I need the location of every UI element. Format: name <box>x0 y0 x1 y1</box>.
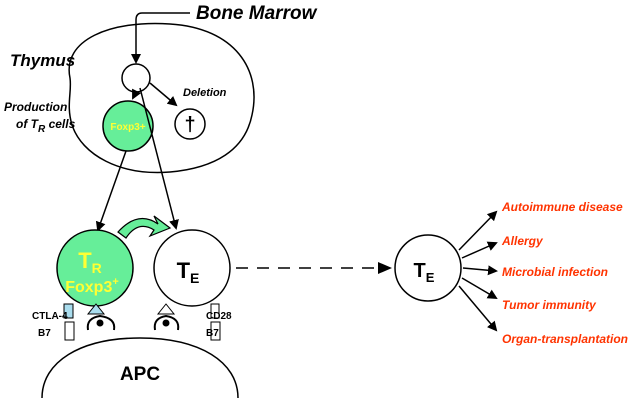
tcr-left <box>86 303 106 315</box>
apc-cell <box>41 337 239 399</box>
teff-cell-left <box>153 229 231 307</box>
teff-cell-right <box>394 234 462 302</box>
outcome-autoimmune: Autoimmune disease <box>501 200 623 214</box>
deletion-arrow <box>149 82 178 107</box>
teff-export-arrow <box>139 87 179 230</box>
cd28-receptor <box>210 303 220 319</box>
production-label-line1: Production <box>4 100 67 114</box>
treg-foxp3-label: Foxp3+ <box>65 276 119 296</box>
treg-export-arrow <box>95 150 127 232</box>
cd28-label: CD28 <box>206 311 232 322</box>
precursor-to-treg-arrow <box>132 88 142 100</box>
mhc-left <box>86 314 116 331</box>
tcr-right <box>156 303 176 315</box>
outcome-allergy: Allergy <box>501 234 544 248</box>
thymus-outline <box>68 22 255 174</box>
apc-label: APC <box>120 364 160 385</box>
peptide-right <box>162 319 170 327</box>
outcome-arrow-1 <box>458 210 498 251</box>
b7-right-label: B7 <box>206 328 219 339</box>
dagger-icon: † <box>184 114 195 136</box>
outcome-arrow-3 <box>462 265 498 276</box>
teff-right-label: TE <box>414 260 435 285</box>
suppression-curved-arrow <box>117 215 172 239</box>
outcome-arrow-4 <box>461 277 498 300</box>
foxp3-thymic-cell <box>102 100 154 152</box>
dashed-arrow-head <box>378 262 392 274</box>
outcome-arrow-5 <box>458 285 498 332</box>
bone-marrow-arrow <box>131 12 190 64</box>
b7-ligand-right <box>210 321 221 341</box>
thymus-label: Thymus <box>10 51 75 70</box>
peptide-left <box>96 319 104 327</box>
outcome-organ-transplantation: Organ-transplantation <box>502 332 628 346</box>
ctla4-receptor <box>63 303 74 319</box>
thymocyte-precursor-cell <box>121 63 151 93</box>
ctla4-label: CTLA-4 <box>32 311 68 322</box>
deleted-cell <box>174 108 206 140</box>
b7-ligand-left <box>64 321 75 341</box>
outcome-arrow-2 <box>461 241 498 259</box>
production-label-line2: of TR cells <box>16 117 76 135</box>
bone-marrow-label: Bone Marrow <box>196 3 318 24</box>
teff-left-label: TE <box>177 258 200 286</box>
outcome-tumor-immunity: Tumor immunity <box>502 298 597 312</box>
deletion-label: Deletion <box>183 87 227 99</box>
foxp3-small-label: Foxp3+ <box>110 122 145 133</box>
outcome-microbial-infection: Microbial infection <box>502 265 608 279</box>
treg-cell-label: TR <box>78 248 102 276</box>
mhc-right <box>153 314 180 331</box>
b7-left-label: B7 <box>38 328 51 339</box>
